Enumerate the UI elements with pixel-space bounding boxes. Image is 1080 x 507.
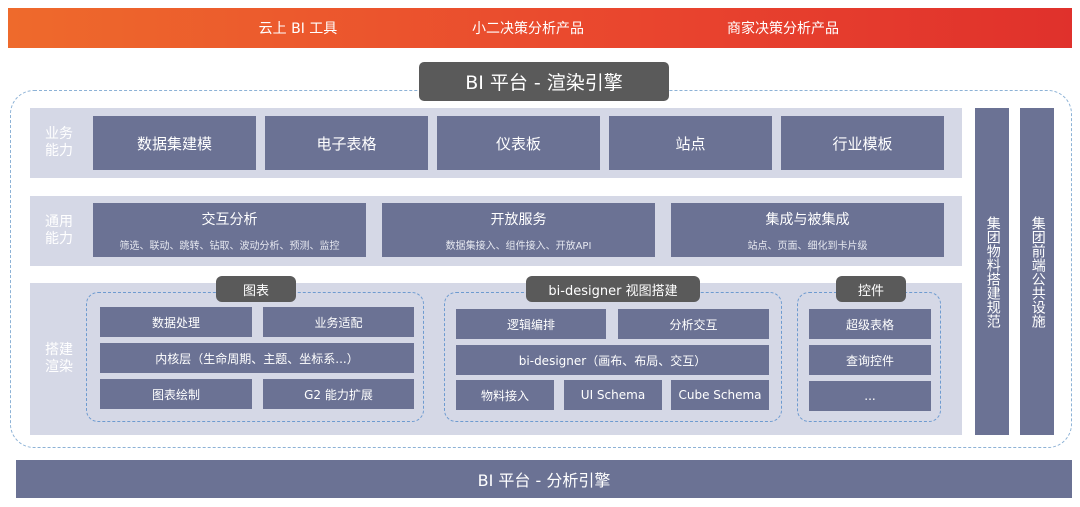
- designer-item-canvas[interactable]: bi-designer（画布、布局、交互）: [456, 345, 769, 375]
- business-item-site[interactable]: 站点: [609, 116, 772, 170]
- general-item-subtitle: 数据集接入、组件接入、开放API: [445, 240, 592, 252]
- designer-group-tag: bi-designer 视图搭建: [526, 276, 700, 302]
- chart-item-render[interactable]: 图表绘制: [100, 379, 252, 409]
- chart-item-business-adapt[interactable]: 业务适配: [263, 307, 414, 337]
- control-item-super-table[interactable]: 超级表格: [809, 309, 931, 339]
- banner-item-xiaoer: 小二决策分析产品: [472, 21, 584, 37]
- side-column-material-standard: 集团物料搭建规范: [975, 108, 1009, 435]
- banner-item-cloud-bi: 云上 BI 工具: [258, 21, 338, 37]
- general-item-subtitle: 筛选、联动、跳转、钻取、波动分析、预测、监控: [119, 240, 340, 252]
- business-item-industry-template[interactable]: 行业模板: [781, 116, 944, 170]
- designer-item-logic[interactable]: 逻辑编排: [456, 309, 606, 339]
- business-item-spreadsheet[interactable]: 电子表格: [265, 116, 428, 170]
- general-item-title: 交互分析: [201, 211, 258, 228]
- general-item-open-service[interactable]: 开放服务 数据集接入、组件接入、开放API: [382, 203, 655, 257]
- control-item-query[interactable]: 查询控件: [809, 345, 931, 375]
- top-banner: 云上 BI 工具 小二决策分析产品 商家决策分析产品: [8, 8, 1072, 48]
- page-title: BI 平台 - 渲染引擎: [419, 62, 669, 101]
- business-row-label: 业务能力: [45, 126, 73, 159]
- designer-item-material[interactable]: 物料接入: [456, 380, 554, 410]
- designer-item-cube-schema[interactable]: Cube Schema: [671, 380, 769, 410]
- chart-item-kernel[interactable]: 内核层（生命周期、主题、坐标系...）: [100, 343, 414, 373]
- general-item-title: 集成与被集成: [765, 211, 850, 228]
- general-item-subtitle: 站点、页面、细化到卡片级: [747, 240, 868, 252]
- general-item-title: 开放服务: [490, 211, 547, 228]
- side-column-frontend-infra: 集团前端公共设施: [1020, 108, 1054, 435]
- chart-item-data-processing[interactable]: 数据处理: [100, 307, 252, 337]
- business-item-dataset-modeling[interactable]: 数据集建模: [93, 116, 256, 170]
- analysis-engine-bar: BI 平台 - 分析引擎: [16, 460, 1072, 498]
- business-item-dashboard[interactable]: 仪表板: [437, 116, 600, 170]
- chart-item-g2-extension[interactable]: G2 能力扩展: [263, 379, 414, 409]
- general-row-label: 通用能力: [45, 214, 73, 247]
- general-item-interactive-analysis[interactable]: 交互分析 筛选、联动、跳转、钻取、波动分析、预测、监控: [93, 203, 366, 257]
- build-row-label: 搭建渲染: [45, 342, 73, 375]
- general-item-integration[interactable]: 集成与被集成 站点、页面、细化到卡片级: [671, 203, 944, 257]
- control-item-more[interactable]: ...: [809, 381, 931, 411]
- chart-group-tag: 图表: [216, 276, 296, 302]
- designer-item-ui-schema[interactable]: UI Schema: [564, 380, 662, 410]
- designer-item-analysis[interactable]: 分析交互: [618, 309, 769, 339]
- banner-item-merchant: 商家决策分析产品: [727, 21, 839, 37]
- control-group-tag: 控件: [836, 276, 906, 302]
